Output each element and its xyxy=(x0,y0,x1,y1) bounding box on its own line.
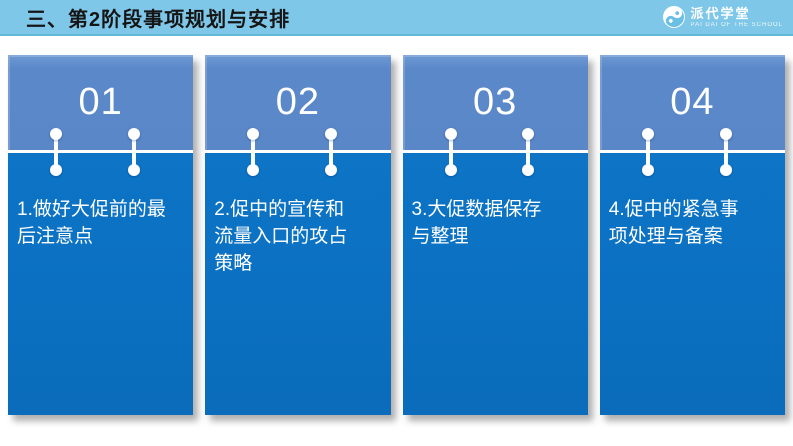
pin-connector-icon xyxy=(247,128,260,176)
card-step-2: 02 2.促中的宣传和 流量入口的攻占 策略 xyxy=(205,55,391,415)
paidai-swirl-icon xyxy=(662,5,686,29)
pin-connector-icon xyxy=(719,128,732,176)
card-number-panel: 01 xyxy=(8,55,194,153)
pin-dot-icon xyxy=(50,164,63,176)
card-number: 01 xyxy=(78,81,123,123)
logo-subtitle: PAI DAI OF THE SCHOOL xyxy=(690,21,783,28)
card-step-1: 01 1.做好大促前的最 后注意点 xyxy=(8,55,194,415)
cards-row: 01 1.做好大促前的最 后注意点 02 xyxy=(0,55,793,415)
pin-stem xyxy=(526,133,531,171)
card-text: 2.促中的宣传和 流量入口的攻占 策略 xyxy=(214,199,348,274)
pin-dot-icon xyxy=(325,128,338,140)
pin-dot-icon xyxy=(641,164,654,176)
card-body: 2.促中的宣传和 流量入口的攻占 策略 xyxy=(205,153,391,415)
paidai-logo: 派代学堂 PAI DAI OF THE SCHOOL xyxy=(662,5,783,29)
pin-stem xyxy=(645,133,650,171)
card-number: 02 xyxy=(275,81,321,123)
pin-connector-icon xyxy=(50,128,63,176)
pin-dot-icon xyxy=(444,164,457,176)
card-text: 1.做好大促前的最 后注意点 xyxy=(17,199,166,247)
card-body: 3.大促数据保存 与整理 xyxy=(402,153,588,415)
card-text: 3.大促数据保存 与整理 xyxy=(411,199,542,247)
pin-dot-icon xyxy=(719,164,732,176)
logo-text: 派代学堂 PAI DAI OF THE SCHOOL xyxy=(691,7,783,28)
card-body: 4.促中的紧急事 项处理与备案 xyxy=(599,153,785,415)
pin-connector-icon xyxy=(522,128,535,176)
page-title: 三、第2阶段事项规划与安排 xyxy=(26,8,291,31)
pin-dot-icon xyxy=(247,164,260,176)
pin-stem xyxy=(329,133,334,171)
pin-stem xyxy=(251,133,256,171)
logo-name: 派代学堂 xyxy=(690,5,751,21)
pin-stem xyxy=(448,133,453,171)
pin-dot-icon xyxy=(444,128,457,140)
pin-stem xyxy=(723,133,728,171)
pin-dot-icon xyxy=(522,164,535,176)
pin-connector-icon xyxy=(444,128,457,176)
pin-dot-icon xyxy=(325,164,338,176)
slide: 三、第2阶段事项规划与安排 派代学堂 PAI DAI OF THE SCHOOL… xyxy=(0,0,793,415)
card-step-3: 03 3.大促数据保存 与整理 xyxy=(402,55,588,415)
card-number-panel: 02 xyxy=(205,55,391,153)
pin-connector-icon xyxy=(325,128,338,176)
slide-header: 三、第2阶段事项规划与安排 派代学堂 PAI DAI OF THE SCHOOL xyxy=(0,0,793,36)
card-number-panel: 04 xyxy=(599,55,785,153)
pin-dot-icon xyxy=(522,128,535,140)
pin-connector-icon xyxy=(127,128,140,176)
card-body: 1.做好大促前的最 后注意点 xyxy=(8,153,194,415)
pin-dot-icon xyxy=(127,164,140,176)
pin-dot-icon xyxy=(50,128,63,140)
pin-dot-icon xyxy=(719,128,732,140)
pin-dot-icon xyxy=(127,128,140,140)
card-number: 04 xyxy=(670,81,715,123)
card-number-panel: 03 xyxy=(402,55,588,153)
pin-stem xyxy=(54,133,59,171)
pin-dot-icon xyxy=(247,128,260,140)
card-text: 4.促中的紧急事 项处理与备案 xyxy=(608,199,739,247)
pin-stem xyxy=(131,133,136,171)
pin-connector-icon xyxy=(641,128,654,176)
card-number: 03 xyxy=(472,81,518,123)
card-step-4: 04 4.促中的紧急事 项处理与备案 xyxy=(599,55,785,415)
pin-dot-icon xyxy=(641,128,654,140)
